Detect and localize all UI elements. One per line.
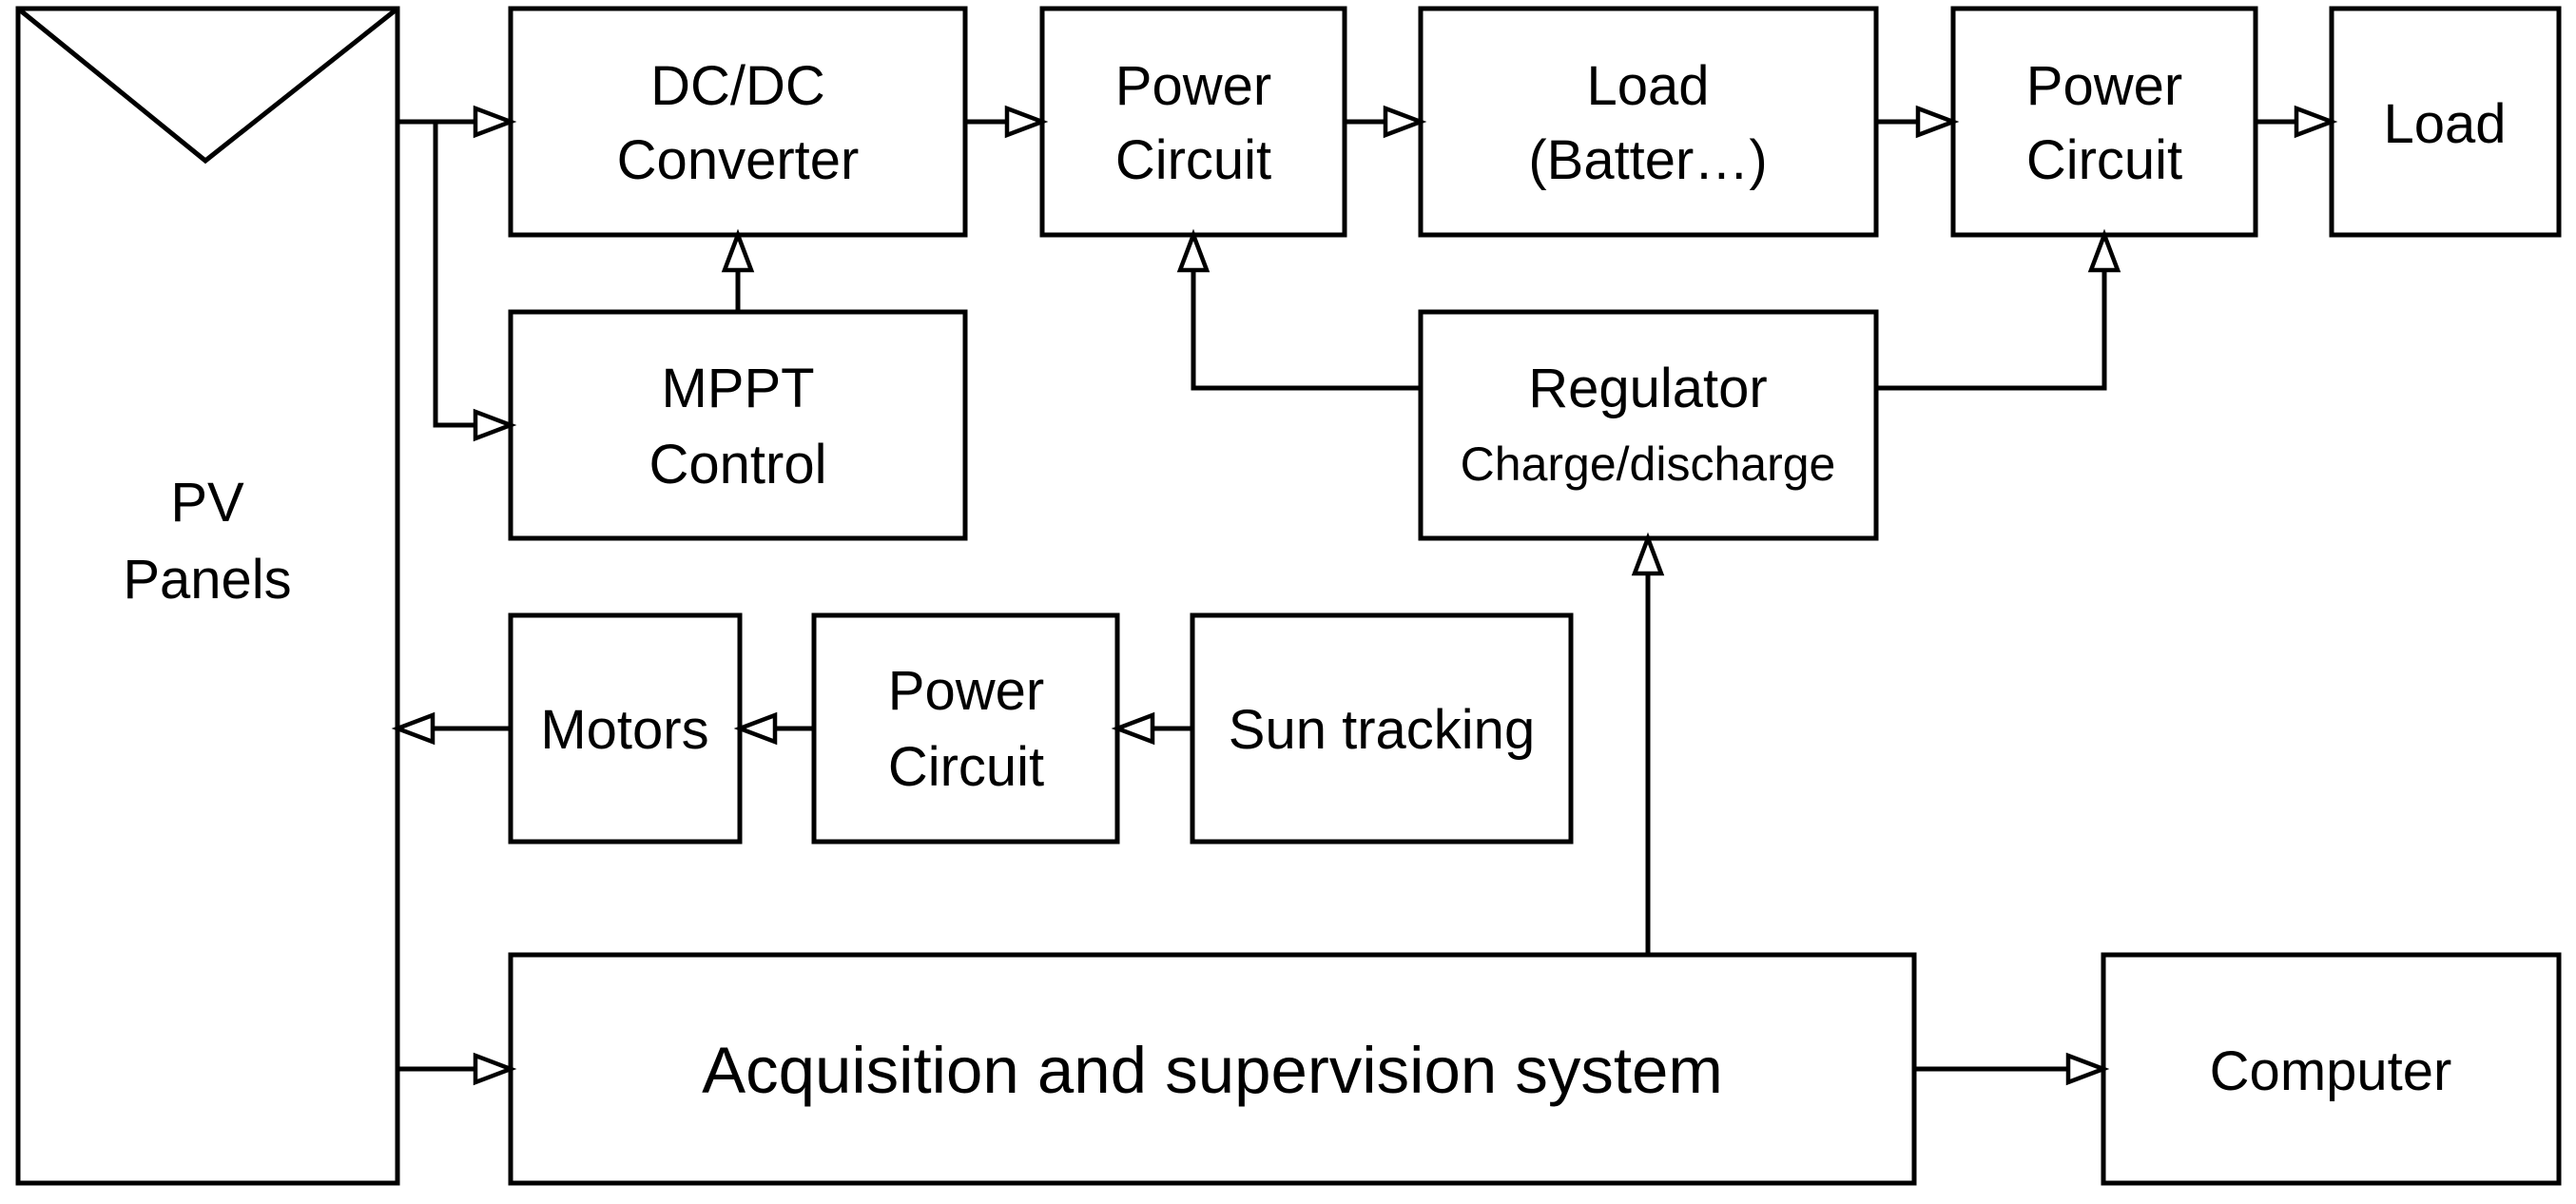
wire-regulator-to-power-circuit-2	[1876, 270, 2107, 391]
power-circuit-3-block: Power Circuit	[811, 612, 1120, 845]
arrowhead-icon	[1004, 105, 1049, 139]
power-circuit-1-block: Power Circuit	[1039, 6, 1347, 238]
power-circuit-2-block: Power Circuit	[1950, 6, 2258, 238]
pv-panels-block: PV Panels	[15, 6, 400, 1186]
motors-label: Motors	[540, 699, 708, 761]
arrowhead-icon	[473, 105, 517, 139]
pv-panels-label-line2: Panels	[123, 549, 291, 611]
mppt-control-label-line1: MPPT	[661, 358, 814, 419]
power-circuit-3-label-line1: Power	[888, 660, 1044, 722]
arrowhead-icon	[721, 228, 755, 273]
pv-panels-label-line1: PV	[170, 472, 244, 534]
dcdc-converter-label-line2: Converter	[617, 129, 860, 191]
pv-panel-symbol-icon	[16, 7, 399, 165]
arrowhead-icon	[473, 408, 517, 442]
motors-block: Motors	[508, 612, 743, 845]
sun-tracking-label: Sun tracking	[1229, 699, 1535, 761]
arrowhead-icon	[1176, 228, 1211, 273]
arrowhead-icon	[1383, 105, 1427, 139]
arrowhead-icon	[473, 1052, 517, 1086]
computer-label: Computer	[2210, 1040, 2452, 1102]
regulator-block: Regulator Charge/discharge	[1418, 309, 1879, 541]
regulator-label-line2: Charge/discharge	[1461, 437, 1836, 491]
load-battery-block: Load (Batter…)	[1418, 6, 1879, 238]
load-battery-label-line2: (Batter…)	[1528, 129, 1767, 191]
load-battery-label-line1: Load	[1586, 55, 1709, 117]
arrowhead-icon	[1631, 532, 1665, 576]
dcdc-converter-label-line1: DC/DC	[650, 55, 825, 117]
arrowhead-icon	[733, 711, 778, 746]
wire-pv-to-mppt	[433, 122, 475, 428]
power-circuit-2-label-line1: Power	[2026, 55, 2182, 117]
arrowhead-icon	[1915, 105, 1960, 139]
acquisition-system-block: Acquisition and supervision system	[508, 952, 1917, 1186]
dcdc-converter-block: DC/DC Converter	[508, 6, 968, 238]
arrowhead-icon	[1111, 711, 1155, 746]
arrowheads	[391, 105, 2338, 1086]
wire-regulator-to-power-circuit-1	[1191, 270, 1421, 391]
acquisition-system-label: Acquisition and supervision system	[702, 1034, 1723, 1107]
power-circuit-3-label-line2: Circuit	[888, 736, 1044, 798]
power-circuit-1-label-line1: Power	[1115, 55, 1271, 117]
load-label: Load	[2383, 93, 2506, 155]
arrowhead-icon	[2087, 228, 2121, 273]
power-circuit-2-label-line2: Circuit	[2026, 129, 2182, 191]
arrowhead-icon	[2294, 105, 2338, 139]
connection-wires	[397, 119, 2296, 1072]
arrowhead-icon	[2065, 1052, 2110, 1086]
power-circuit-1-label-line2: Circuit	[1115, 129, 1271, 191]
mppt-control-block: MPPT Control	[508, 309, 968, 541]
sun-tracking-block: Sun tracking	[1190, 612, 1574, 845]
arrowhead-icon	[391, 711, 436, 746]
computer-block: Computer	[2101, 952, 2562, 1186]
load-block: Load	[2329, 6, 2562, 238]
mppt-control-label-line2: Control	[649, 434, 827, 495]
regulator-label-line1: Regulator	[1528, 358, 1767, 419]
